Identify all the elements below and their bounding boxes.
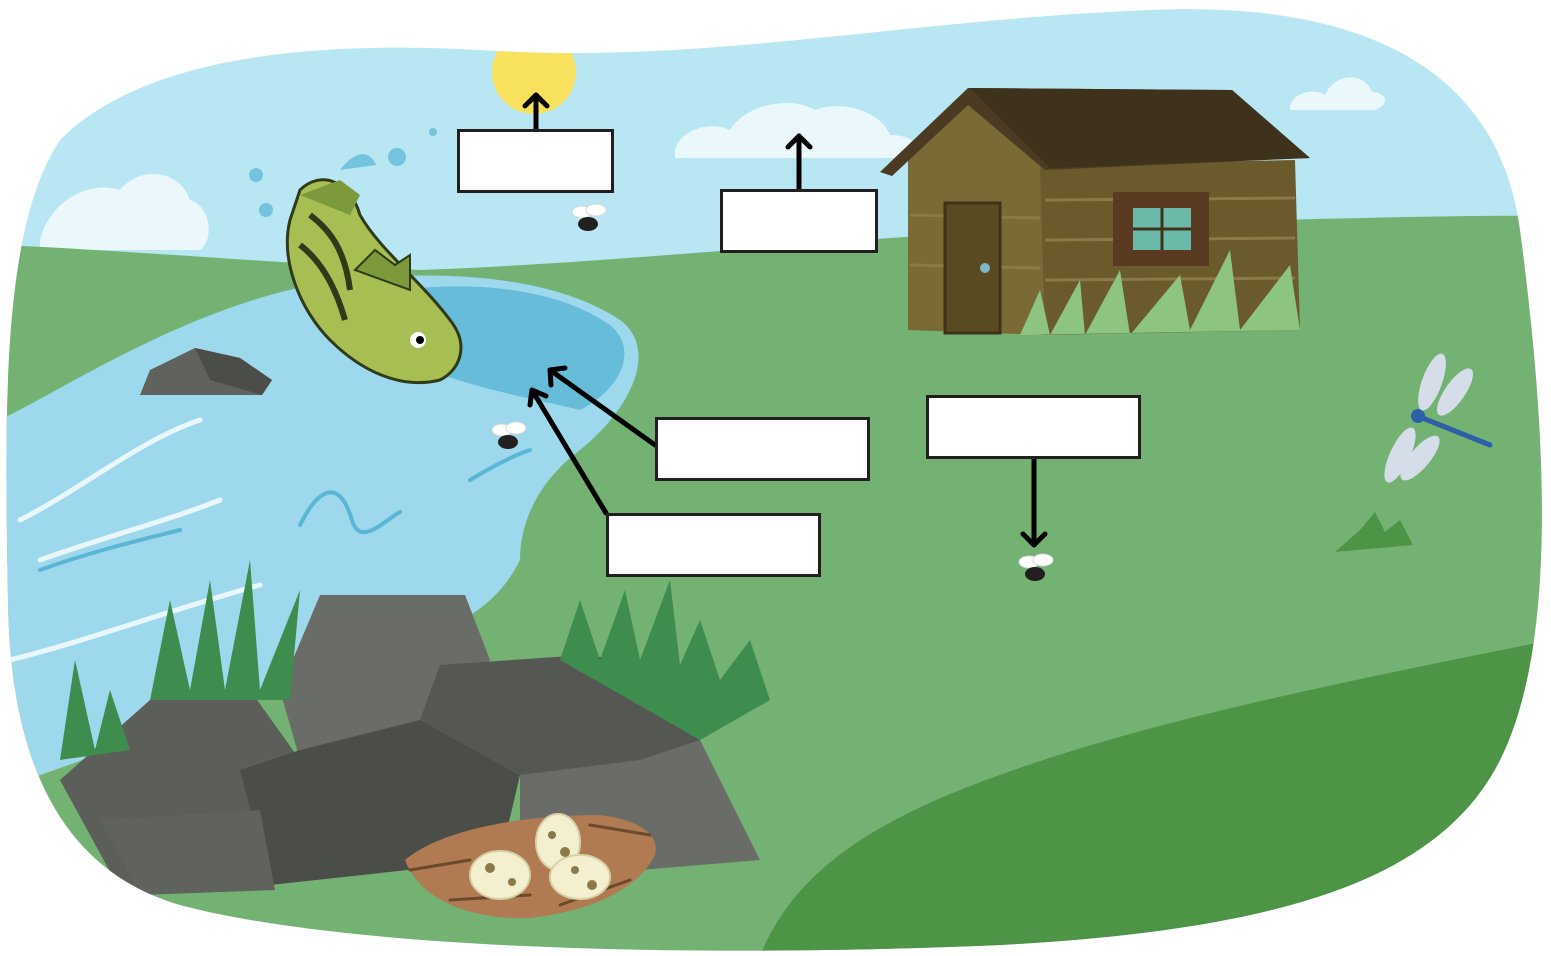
label-box-fly[interactable] [926,395,1141,459]
label-box-air[interactable] [720,189,878,253]
label-box-sun[interactable] [457,129,614,193]
door-knob [980,263,990,273]
label-box-water-a[interactable] [655,417,870,481]
cabin-icon [880,88,1310,335]
cabin-door [945,203,1000,333]
label-box-water-b[interactable] [606,513,821,577]
